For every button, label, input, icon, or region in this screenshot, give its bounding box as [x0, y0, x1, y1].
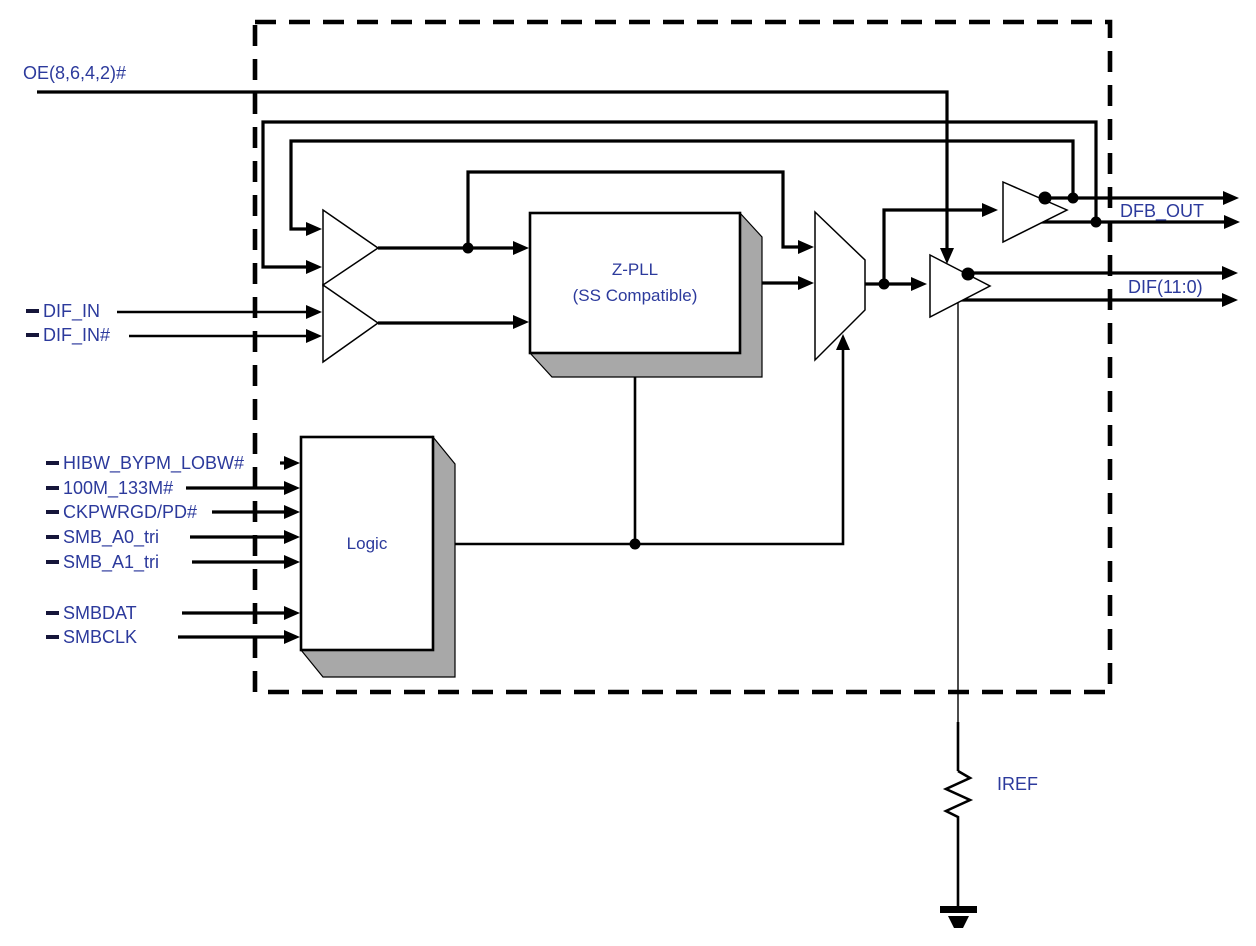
wire-feedback-2: [289, 139, 1075, 231]
feedback-input-buffer: [322, 208, 380, 287]
ground-bar-icon: [940, 906, 977, 913]
dif-input-buffer: [322, 283, 380, 364]
dif-output-buffer: [929, 253, 992, 319]
junction-dfb-buffer-output: [1038, 191, 1052, 205]
signal-tick-dash: [46, 510, 59, 514]
junction-logic-output: [629, 538, 641, 550]
arrowhead-mux-to-difbuffer: [911, 277, 927, 291]
wire-bypass-to-mux: [466, 170, 798, 249]
arrowhead-smb-a0: [284, 530, 300, 544]
logic-block: [299, 435, 435, 652]
signal-tick-dash: [46, 461, 59, 465]
wire-branch-to-dfbbuffer: [882, 208, 982, 284]
arrowhead-dif-out-true: [1222, 266, 1238, 280]
wire-oe: [37, 90, 949, 250]
junction-dfb-true-feedback: [1067, 192, 1079, 204]
chip-boundary-dashed-box: [252, 19, 1113, 695]
dif-in-signal-label: DIF_IN: [26, 300, 100, 322]
iref-signal-text: IREF: [997, 774, 1039, 794]
smbclk-signal-text: SMBCLK: [63, 627, 138, 647]
arrowhead-feedback-2: [306, 222, 322, 236]
dif-in-n-signal-label: DIF_IN#: [26, 324, 110, 346]
arrowhead-into-pll-bottom: [513, 315, 529, 329]
arrowhead-oe-into-dif-buffer: [940, 248, 954, 264]
signal-tick-dash: [26, 309, 39, 313]
smbdat-signal-text: SMBDAT: [63, 603, 137, 623]
smb-a1-signal-label: SMB_A1_tri: [46, 551, 159, 573]
dif-out-signal-label: DIF(11:0): [1128, 276, 1203, 298]
arrowhead-dif-out-comp: [1222, 293, 1238, 307]
arrowhead-into-mux-top: [798, 240, 814, 254]
arrowhead-100m-133m: [284, 481, 300, 495]
smb-a1-signal-text: SMB_A1_tri: [63, 552, 160, 572]
oe-signal-text: OE(8,6,4,2)#: [23, 63, 127, 83]
arrowhead-mux-select: [836, 334, 850, 350]
junction-dfb-comp-feedback: [1090, 216, 1102, 228]
100m-133m-signal-text: 100M_133M#: [63, 478, 174, 498]
signal-tick-dash: [26, 333, 39, 337]
arrowhead-dif-in: [306, 305, 322, 319]
arrowhead-feedback-1: [306, 260, 322, 274]
arrowhead-pll-to-mux: [798, 276, 814, 290]
dif-in-signal-text: DIF_IN: [43, 301, 101, 321]
arrowhead-into-dfbbuffer: [982, 203, 998, 217]
wire-logic-to-mux-select: [433, 350, 845, 546]
pll-block: [528, 211, 742, 355]
signal-tick-dash: [46, 635, 59, 639]
junction-mux-output: [878, 278, 890, 290]
100m-133m-signal-label: 100M_133M#: [46, 477, 173, 499]
logic-block-title: Logic: [346, 533, 388, 553]
arrowhead-smb-a1: [284, 555, 300, 569]
smbclk-signal-label: SMBCLK: [46, 626, 137, 648]
junction-refbuffer-branch: [462, 242, 474, 254]
dfb-out-signal-label: DFB_OUT: [1120, 200, 1204, 222]
pll-block-subtitle: (SS Compatible): [572, 286, 698, 305]
ckpwrgd-pd-signal-label: CKPWRGD/PD#: [46, 501, 197, 523]
dif-out-signal-text: DIF(11:0): [1128, 277, 1203, 297]
signal-tick-dash: [46, 611, 59, 615]
arrowhead-ckpwrgd: [284, 505, 300, 519]
output-mux: [814, 210, 866, 362]
signal-tick-dash: [46, 535, 59, 539]
smbdat-signal-label: SMBDAT: [46, 602, 137, 624]
oe-signal-label: OE(8,6,4,2)#: [23, 62, 126, 84]
signal-tick-dash: [46, 486, 59, 490]
arrowhead-into-pll-top: [513, 241, 529, 255]
arrowhead-dfb-out-comp: [1224, 215, 1240, 229]
pll-block-label: Z-PLL (SS Compatible): [530, 213, 740, 353]
iref-signal-label: IREF: [997, 773, 1038, 795]
hibw-bypm-lobw-signal-label: HIBW_BYPM_LOBW#: [46, 452, 244, 474]
ground-stub-icon: [948, 916, 969, 928]
dfb-out-signal-text: DFB_OUT: [1120, 201, 1205, 221]
logic-block-label: Logic: [301, 437, 433, 650]
pll-block-title: Z-PLL: [611, 260, 659, 279]
arrowhead-smbdat: [284, 606, 300, 620]
dif-in-n-signal-text: DIF_IN#: [43, 325, 111, 345]
iref-resistor: [942, 769, 974, 823]
smb-a0-signal-label: SMB_A0_tri: [46, 526, 159, 548]
arrowhead-dif-in-n: [306, 329, 322, 343]
arrowhead-hibw: [284, 456, 300, 470]
ckpwrgd-pd-signal-text: CKPWRGD/PD#: [63, 502, 198, 522]
wire-feedback-1: [261, 120, 1098, 269]
arrowhead-dfb-out-true: [1223, 191, 1239, 205]
arrowhead-smbclk: [284, 630, 300, 644]
junction-dif-buffer-output: [961, 267, 975, 281]
smb-a0-signal-text: SMB_A0_tri: [63, 527, 160, 547]
dfb-output-buffer: [1002, 180, 1069, 244]
hibw-signal-text: HIBW_BYPM_LOBW#: [63, 453, 245, 473]
signal-tick-dash: [46, 560, 59, 564]
